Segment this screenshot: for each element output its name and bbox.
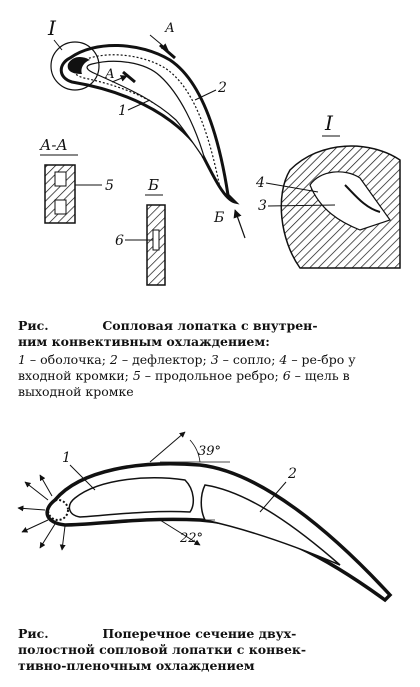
section-b-title: Б (147, 176, 159, 194)
figure-2-caption-line1: Поперечное сечение двух- (102, 626, 297, 641)
figure-1-caption-legend: 1 – оболочка; 2 – дефлектор; 3 – сопло; … (18, 352, 356, 399)
figure-2-caption: Рис. Поперечное сечение двух- полостной … (18, 626, 410, 674)
figure-2-caption-title: Рис. Поперечное сечение двух- полостной … (18, 626, 410, 674)
leading-edge-rib (67, 56, 90, 74)
detail-circle (50, 41, 100, 91)
figure-2-caption-line2: полостной сопловой лопатки с конвек- (18, 642, 307, 657)
callout-6: 6 (115, 233, 124, 249)
blade-shell-outer (59, 43, 240, 205)
label-roman-I: I (47, 16, 57, 40)
fig2-callout-1: 1 (62, 450, 71, 466)
callout-3: 3 (258, 198, 267, 214)
film-cooling-arrows (17, 474, 66, 551)
callout-1: 1 (118, 103, 127, 119)
section-marker-label-top: А (164, 21, 175, 36)
figure-2-caption-prefix: Рис. (18, 626, 49, 641)
arrow-b-label: Б (213, 210, 224, 226)
angle-top-label: 39° (198, 444, 221, 459)
callout-5: 5 (105, 178, 114, 194)
figure-1-caption-prefix: Рис. (18, 318, 49, 333)
section-aa-title: А-А (39, 136, 68, 154)
callout-2: 2 (217, 80, 227, 96)
figure-2-blade-section: 39° 22° 1 2 (17, 431, 393, 603)
section-b-drawing (146, 204, 166, 286)
arrow-b (233, 209, 246, 239)
figure-1-caption-line1: Сопловая лопатка с внутрен- (102, 318, 318, 333)
blade2-cavity-1 (68, 477, 195, 518)
detail-I-drawing (280, 145, 401, 269)
blade2-outer (45, 462, 393, 603)
callout-4: 4 (255, 175, 265, 191)
figure-1-caption-line2: ним конвективным охлаждением: (18, 334, 270, 349)
section-aa-drawing (44, 164, 76, 224)
detail-I-title: I (324, 111, 334, 135)
section-marker-label-bottom: А (104, 67, 115, 82)
angle-bottom-label: 22° (179, 531, 203, 546)
figure-1-caption: Рис. Сопловая лопатка с внутрен- ним кон… (18, 318, 410, 400)
figure-1-caption-title: Рис. Сопловая лопатка с внутрен- ним кон… (18, 318, 410, 350)
leading-edge-holes (47, 499, 69, 521)
figure-2-caption-line3: тивно-пленочным охлаждением (18, 658, 255, 673)
figure-1-blade-drawing: I А А 1 2 Б А-А 5 Б 6 I 4 3 (39, 16, 401, 286)
blade-deflector (72, 54, 221, 189)
fig2-callout-2: 2 (287, 466, 297, 482)
section-mark-bottom (122, 70, 136, 84)
